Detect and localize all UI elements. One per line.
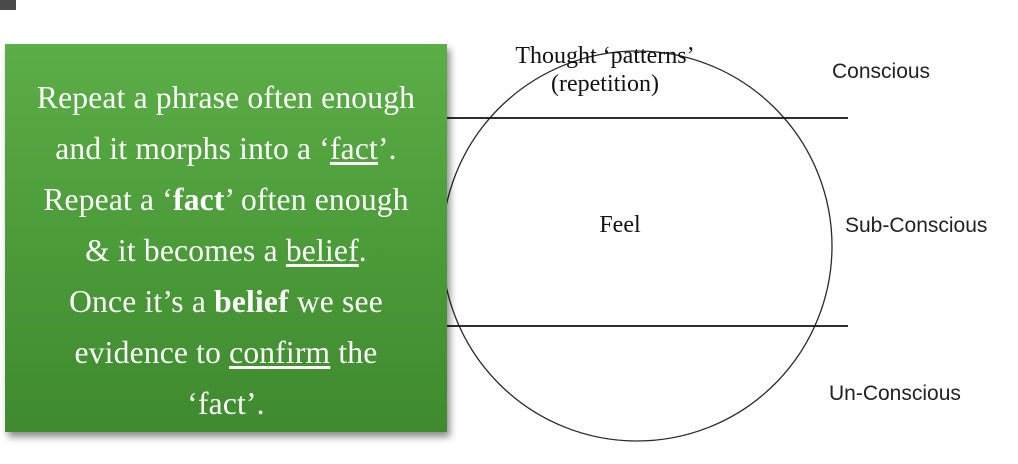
- fact-bold: fact: [173, 182, 225, 217]
- quote-text: ’ often enough: [224, 182, 409, 217]
- quote-text: the: [330, 335, 378, 370]
- quote-text: Repeat a phrase often enough: [36, 80, 416, 115]
- quote-line-6: evidence to confirm the: [11, 327, 441, 378]
- quote-line-5: Once it’s a belief we see: [11, 276, 441, 327]
- quote-line-2: and it morphs into a ‘fact’.: [11, 123, 441, 174]
- quote-text: Once it’s a: [69, 284, 215, 319]
- un-conscious-label: Un-Conscious: [829, 382, 961, 405]
- corner-mark: [0, 0, 16, 10]
- confirm-underlined: confirm: [229, 335, 331, 370]
- quote-text: evidence to: [74, 335, 230, 370]
- mind-circle: [441, 50, 833, 442]
- quote-text: & it becomes a: [85, 233, 286, 268]
- feel-label: Feel: [599, 212, 641, 238]
- sub-conscious-label: Sub-Conscious: [845, 214, 988, 237]
- quote-text: .: [358, 233, 367, 268]
- repetition-line: (repetition): [551, 71, 659, 97]
- belief-quote-card: Repeat a phrase often enough and it morp…: [5, 44, 447, 432]
- quote-line-3: Repeat a ‘fact’ often enough: [11, 174, 441, 225]
- thought-patterns-line: Thought ‘patterns’: [515, 43, 695, 69]
- conscious-label: Conscious: [832, 60, 931, 83]
- quote-text: we see: [288, 284, 383, 319]
- quote-line-4: & it becomes a belief.: [11, 225, 441, 276]
- thought-patterns-label: Thought ‘patterns’ (repetition): [500, 42, 710, 98]
- quote-line-7: ‘fact’.: [11, 378, 441, 429]
- quote-text: and it morphs into a ‘: [55, 131, 330, 166]
- quote-text: ’.: [377, 131, 397, 166]
- belief-bold: belief: [214, 284, 289, 319]
- quote-text: Repeat a ‘: [43, 182, 173, 217]
- fact-underlined: fact: [329, 131, 378, 166]
- belief-underlined: belief: [285, 233, 359, 268]
- quote-text: ‘fact’.: [187, 386, 265, 421]
- quote-line-1: Repeat a phrase often enough: [11, 72, 441, 123]
